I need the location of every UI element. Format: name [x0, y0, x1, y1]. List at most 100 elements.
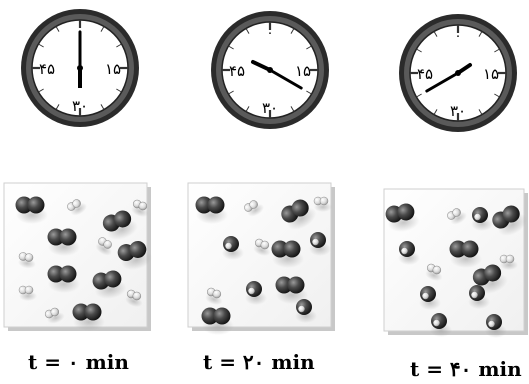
- dark-molecule-pair: [472, 264, 508, 294]
- light-atom: [452, 208, 461, 217]
- light-molecule-pair: [18, 285, 37, 301]
- dark-molecule-single: [309, 232, 331, 256]
- dark-atom: [114, 210, 132, 228]
- clock-tick: [55, 104, 60, 110]
- clock-label-top: ۰: [455, 29, 462, 44]
- dark-atom: [195, 196, 213, 214]
- panel-1: ۰ ۱۵ ۳۰ ۴۵ t = ۰ min: [3, 9, 153, 374]
- clock-ticks: [222, 22, 318, 118]
- light-molecule-pair: [131, 199, 149, 217]
- light-molecule-pair: [313, 196, 332, 212]
- dark-atom: [72, 303, 90, 321]
- clock-label-left: ۴۵: [229, 62, 245, 80]
- light-atom: [319, 196, 329, 206]
- clock-tick: [494, 93, 500, 98]
- clock-hour-hand: [251, 60, 272, 72]
- clock-2: ۰ ۱۵ ۳۰ ۴۵: [211, 11, 329, 129]
- light-atom: [138, 201, 148, 211]
- molecule-box-3: [383, 188, 528, 338]
- clock-label-left: ۴۵: [417, 65, 433, 83]
- dark-molecule-pair: [72, 303, 105, 331]
- light-molecule-pair: [18, 252, 36, 269]
- dark-molecule-single: [468, 285, 490, 309]
- dark-molecule-pair: [102, 210, 138, 240]
- dark-molecule-pair: [271, 240, 304, 268]
- dark-atom: [47, 228, 65, 246]
- clock-center-pin: [455, 70, 461, 76]
- dark-molecule-pair: [117, 240, 153, 270]
- dark-molecule-single: [245, 281, 267, 305]
- molecules: [195, 196, 332, 335]
- panel-3: ۰ ۱۵ ۳۰ ۴۵ t = ۴۰ min: [383, 14, 528, 381]
- light-molecule-pair: [125, 289, 143, 307]
- clock-tick: [290, 106, 295, 112]
- dark-molecule-pair: [15, 196, 48, 224]
- dark-molecule-single: [419, 286, 441, 310]
- light-molecule-pair: [67, 199, 87, 216]
- clock-center-pin: [77, 65, 83, 71]
- clock-tick: [433, 109, 438, 115]
- dark-atom: [397, 203, 415, 221]
- dark-atom: [59, 228, 77, 246]
- dark-atom: [287, 276, 305, 294]
- clock-tick: [228, 90, 234, 95]
- light-molecule-pair: [244, 200, 264, 217]
- time-caption-3: t = ۴۰ min: [410, 357, 522, 380]
- dark-atom: [283, 240, 301, 258]
- clock-minute-hand: [268, 68, 303, 90]
- clock-minute-hand: [425, 71, 460, 93]
- light-atom: [312, 238, 319, 246]
- clock-tick: [416, 48, 422, 53]
- dark-molecule-single: [398, 241, 420, 265]
- clock-tick: [38, 43, 44, 48]
- dark-atom: [104, 270, 122, 288]
- clock-tick: [245, 28, 250, 34]
- dark-atom: [47, 265, 65, 283]
- light-atom: [24, 253, 34, 262]
- light-atom: [212, 289, 222, 299]
- clock-tick: [55, 26, 60, 32]
- dark-atom: [296, 299, 312, 315]
- panel-2: ۰ ۱۵ ۳۰ ۴۵ t = ۲۰ min: [187, 11, 335, 374]
- clock-tick: [306, 90, 312, 95]
- dark-molecule-single: [295, 299, 317, 323]
- clock-label-right: ۱۵: [105, 60, 121, 78]
- dark-atom: [84, 303, 102, 321]
- clock-label-right: ۱۵: [483, 65, 499, 83]
- clock-label-right: ۱۵: [295, 62, 311, 80]
- clock-center-pin: [267, 67, 273, 73]
- dark-molecule-pair: [195, 196, 228, 224]
- light-atom: [433, 319, 440, 327]
- light-atom: [401, 247, 408, 255]
- clock-tick: [100, 104, 105, 110]
- molecule-box-2: [187, 182, 335, 335]
- light-atom: [432, 265, 442, 275]
- clock-tick: [416, 93, 422, 98]
- time-caption-1: t = ۰ min: [28, 350, 129, 374]
- dark-atom: [275, 276, 293, 294]
- light-atom: [72, 199, 81, 208]
- dark-molecule-pair: [385, 203, 420, 232]
- light-atom: [488, 320, 495, 328]
- dark-molecule-pair: [47, 228, 80, 256]
- time-caption-2: t = ۲۰ min: [203, 350, 315, 374]
- light-molecule-pair: [95, 237, 112, 256]
- dark-atom: [207, 196, 225, 214]
- clock-label-bottom: ۳۰: [72, 97, 88, 115]
- dark-molecule-pair: [492, 205, 528, 236]
- clock-ticks: [410, 25, 506, 121]
- light-atom: [260, 240, 270, 250]
- dark-atom: [472, 207, 488, 223]
- clock-3: ۰ ۱۵ ۳۰ ۴۵: [399, 14, 517, 132]
- light-atom: [24, 285, 34, 295]
- light-atom: [50, 307, 60, 317]
- light-atom: [103, 240, 112, 249]
- clock-label-left: ۴۵: [39, 60, 55, 78]
- light-atom: [474, 213, 481, 221]
- light-molecule-pair: [499, 254, 518, 270]
- dark-atom: [201, 307, 219, 325]
- dark-molecule-single: [222, 236, 244, 260]
- dark-molecule-pair: [92, 270, 127, 299]
